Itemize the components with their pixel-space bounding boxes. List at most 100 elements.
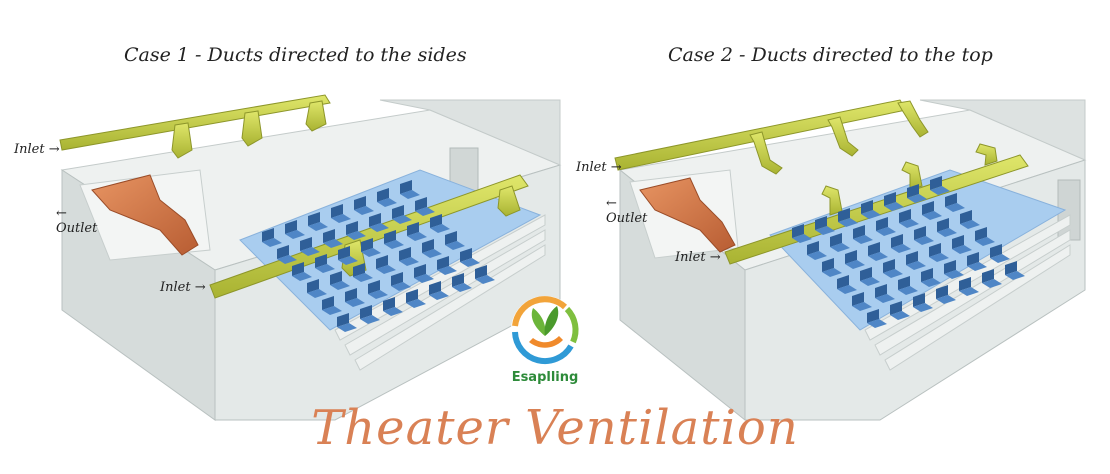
seat-cushion	[406, 299, 426, 308]
case1-back-wall	[379, 99, 561, 166]
seat-cushion	[837, 285, 857, 294]
seat	[929, 243, 941, 257]
seat	[960, 210, 972, 224]
seat-cushion	[414, 274, 434, 283]
seat	[852, 292, 864, 306]
seat	[360, 305, 372, 319]
seat	[822, 258, 834, 272]
seat-cushion	[285, 230, 305, 239]
seat-cushion	[967, 262, 987, 271]
seat	[967, 252, 979, 266]
logo-text: Esaplling	[511, 370, 579, 385]
seat-cushion	[338, 256, 358, 265]
seat	[937, 218, 949, 232]
seat-cushion	[376, 265, 396, 274]
seat-cushion	[853, 235, 873, 244]
seat	[922, 201, 934, 215]
seat-cushion	[852, 302, 872, 311]
seat	[323, 229, 335, 243]
seat	[354, 196, 366, 210]
seat-cushion	[898, 286, 918, 295]
seat-cushion	[861, 210, 881, 219]
seat	[945, 193, 957, 207]
seat-cushion	[430, 224, 450, 233]
seat-cushion	[937, 228, 957, 237]
seat-cushion	[990, 254, 1010, 263]
seat	[875, 284, 887, 298]
case2-duct-front-branches	[821, 143, 998, 216]
seat	[399, 247, 411, 261]
seat	[884, 192, 896, 206]
case1-title: Case 1 - Ducts directed to the sides	[124, 44, 467, 66]
seat	[883, 259, 895, 273]
seat-cushion	[345, 298, 365, 307]
seat-cushion	[262, 238, 282, 247]
seat	[377, 188, 389, 202]
seat-cushion	[822, 268, 842, 277]
seat	[345, 288, 357, 302]
seat	[944, 260, 956, 274]
seat	[292, 262, 304, 276]
seat-cushion	[929, 253, 949, 262]
seat-cushion	[384, 240, 404, 249]
seat-cushion	[807, 251, 827, 260]
seat-cushion	[346, 231, 366, 240]
seat	[460, 248, 472, 262]
seat	[807, 241, 819, 255]
seat-cushion	[868, 252, 888, 261]
seat-cushion	[845, 260, 865, 269]
seat-cushion	[399, 257, 419, 266]
case2-seat-grid	[792, 176, 1025, 328]
seat	[315, 254, 327, 268]
seat	[959, 277, 971, 291]
logo-leaf-right	[544, 306, 559, 336]
seat	[400, 180, 412, 194]
main-title: Theater Ventilation	[311, 400, 799, 456]
seat-cushion	[890, 311, 910, 320]
seat-cushion	[982, 279, 1002, 288]
seat	[952, 235, 964, 249]
seat	[868, 242, 880, 256]
seat	[262, 228, 274, 242]
case2-outlet-label: ←Outlet	[606, 196, 648, 226]
seat-cushion	[407, 232, 427, 241]
seat-cushion	[936, 295, 956, 304]
seat	[353, 263, 365, 277]
seat-cushion	[876, 227, 896, 236]
seat	[838, 208, 850, 222]
seat	[845, 250, 857, 264]
seat-cushion	[883, 269, 903, 278]
seat	[930, 176, 942, 190]
seat	[331, 204, 343, 218]
seat	[936, 285, 948, 299]
seat-cushion	[323, 239, 343, 248]
seat	[346, 221, 358, 235]
seat-cushion	[899, 219, 919, 228]
seat	[853, 225, 865, 239]
seat	[307, 279, 319, 293]
seat	[860, 267, 872, 281]
seat-cushion	[960, 220, 980, 229]
seat	[792, 224, 804, 238]
seat-cushion	[422, 249, 442, 258]
seat	[921, 268, 933, 282]
seat-cushion	[875, 294, 895, 303]
seat-cushion	[308, 222, 328, 231]
seat	[415, 197, 427, 211]
seat	[369, 213, 381, 227]
seat-cushion	[922, 211, 942, 220]
seat	[384, 230, 396, 244]
seat	[890, 301, 902, 315]
seat-cushion	[830, 243, 850, 252]
case2-duct-back-branches	[749, 100, 929, 175]
seat	[300, 237, 312, 251]
seat	[376, 255, 388, 269]
seat	[429, 281, 441, 295]
seat	[906, 251, 918, 265]
seat-cushion	[460, 258, 480, 267]
seat-cushion	[400, 190, 420, 199]
seat	[815, 216, 827, 230]
esaplling-logo	[511, 296, 579, 365]
seat	[383, 297, 395, 311]
seat	[437, 256, 449, 270]
